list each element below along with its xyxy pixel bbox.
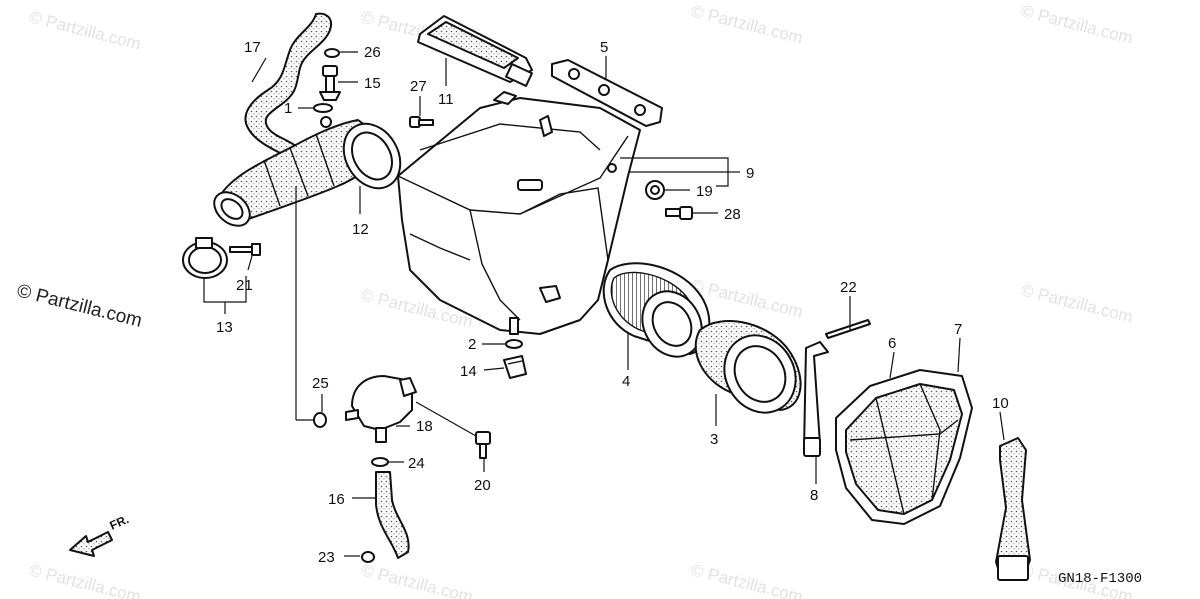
separator-18 [345,375,417,443]
intake-tube-12 [213,116,402,227]
clip-1 [313,103,333,113]
cover-6-7 [835,369,973,525]
callout-3: 3 [710,431,718,448]
clip-24 [371,457,389,467]
strap-10 [995,437,1031,581]
cover-11 [417,15,533,87]
direction-label: FR. [108,512,131,533]
drain-plug-14 [503,355,527,379]
callout-9: 9 [746,165,754,182]
clamp-13 [182,237,228,279]
clip-25 [313,412,327,428]
leader-lines [203,51,1005,557]
callout-26: 26 [364,44,381,61]
callout-8: 8 [810,487,818,504]
callout-11: 11 [438,91,454,108]
callout-18: 18 [416,418,433,435]
callout-7: 7 [954,321,962,338]
watermark: © Partzilla.com [1019,280,1135,326]
callout-10: 10 [992,395,1009,412]
callout-14: 14 [460,363,477,380]
filter-element-4 [602,262,711,358]
watermark: © Partzilla.com [27,7,143,53]
callout-15: 15 [364,75,381,92]
pin-22 [825,319,871,339]
watermark: © Partzilla.com [689,560,805,599]
callout-13: 13 [216,319,233,336]
callout-5: 5 [600,39,608,56]
callout-2: 2 [468,336,476,353]
diagram-code: GN18-F1300 [1058,571,1142,587]
drain-tube [509,317,519,335]
clip-26 [324,48,340,58]
watermark: © Partzilla.com [27,560,143,599]
watermark: © Partzilla.com [689,1,805,47]
clip-2 [505,339,523,349]
screw-21 [229,243,261,256]
fitting-15 [319,65,341,101]
strap-8 [803,341,829,457]
breather-hose-17 [244,12,332,157]
callout-21: 21 [236,277,253,294]
callout-1: 1 [284,100,292,117]
foam-element-3 [694,320,802,414]
callout-12: 12 [352,221,369,238]
drain-hose-16 [375,471,410,559]
callout-22: 22 [840,279,857,296]
watermark-main: © Partzilla.com [15,280,144,331]
bolt-27 [409,116,434,128]
callout-23: 23 [318,549,335,566]
air-cleaner-housing [397,91,641,335]
callout-25: 25 [312,375,329,392]
bolt-28 [665,206,693,220]
callout-20: 20 [474,477,491,494]
grommet-19 [645,180,665,200]
callout-6: 6 [888,335,896,352]
clip-23 [361,551,375,563]
bracket-5 [551,59,663,127]
watermark: © Partzilla.com [1019,1,1135,47]
callout-19: 19 [696,183,713,200]
callout-17: 17 [244,39,261,56]
callout-24: 24 [408,455,425,472]
callout-27: 27 [410,78,427,95]
watermark: © Partzilla.com [359,560,475,599]
callout-4: 4 [622,373,630,390]
bolt-20 [475,431,491,459]
callout-labels: 17 26 15 1 11 5 27 12 9 19 28 21 13 25 2… [216,39,1009,566]
callout-28: 28 [724,206,741,223]
callout-16: 16 [328,491,345,508]
front-direction-arrow: FR. [69,512,131,557]
